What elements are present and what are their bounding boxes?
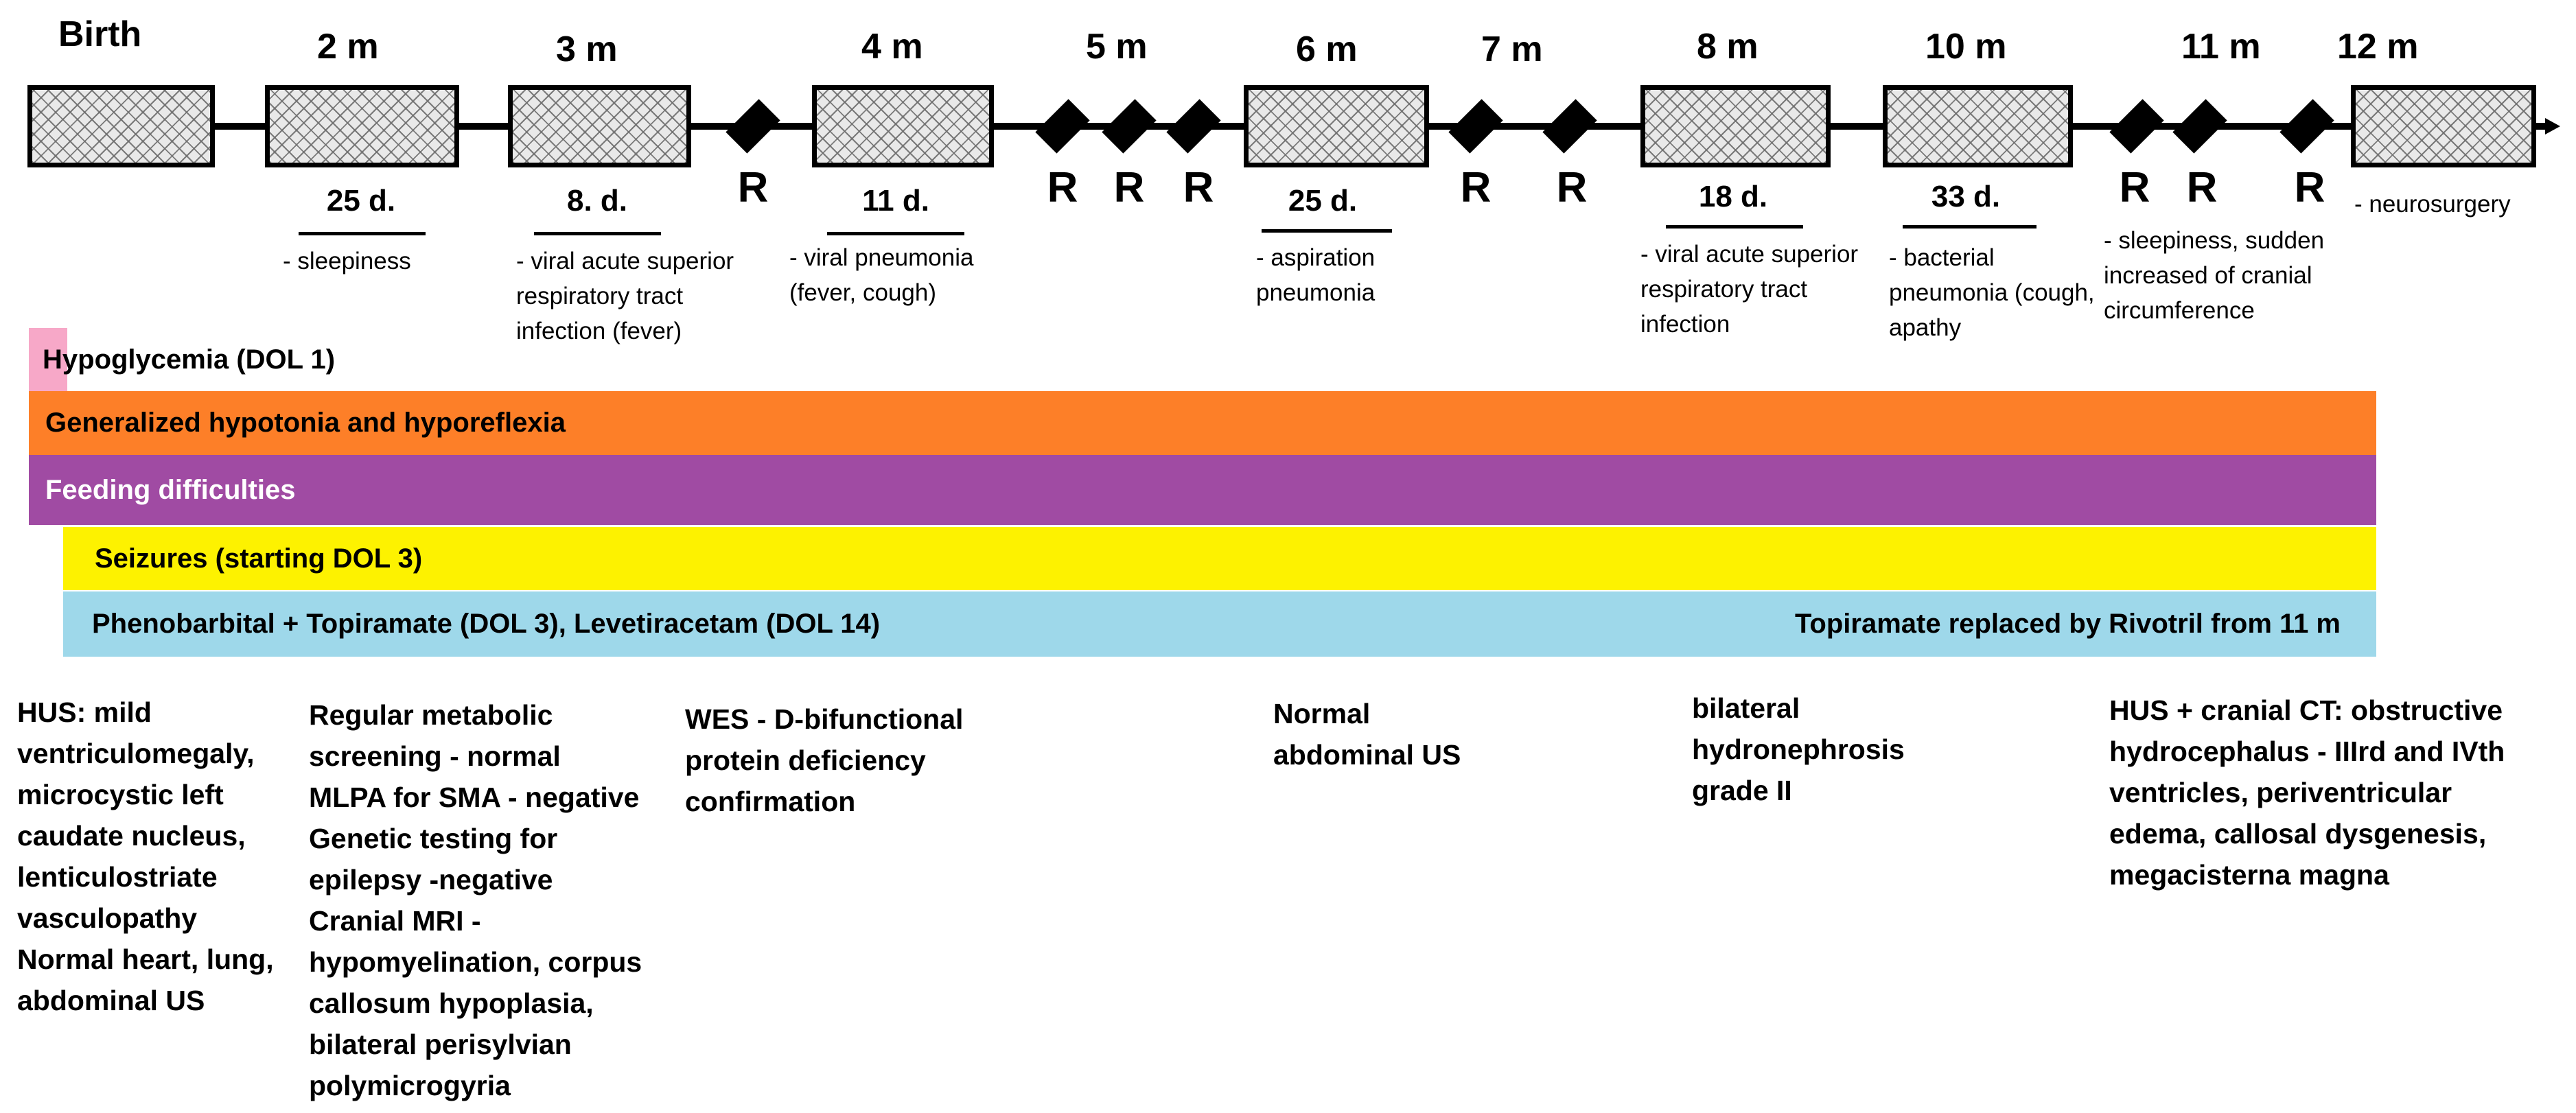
hospitalization-box-birth <box>27 85 215 167</box>
event-description: - sleepiness, sudden increased of crania… <box>2104 227 2325 324</box>
band-treatment: Phenobarbital + Topiramate (DOL 3), Leve… <box>63 591 2376 657</box>
readmission-diamond <box>1542 99 1597 154</box>
month-label-5m: 5 m <box>1086 27 1148 67</box>
hospitalization-box-12m <box>2351 85 2536 167</box>
duration-underline <box>827 232 964 235</box>
month-label-6m: 6 m <box>1296 30 1358 69</box>
readmission-diamond <box>1448 99 1503 154</box>
month-label-3m: 3 m <box>556 30 618 69</box>
month-label-2m: 2 m <box>317 27 379 67</box>
readmission-diamond <box>1166 99 1221 154</box>
hospitalization-box-3m <box>508 85 691 167</box>
duration-label: 25 d. <box>1288 184 1358 218</box>
readmission-diamond <box>1035 99 1090 154</box>
readmission-label: R <box>1113 164 1145 211</box>
duration-label: 8. d. <box>566 184 628 218</box>
hospitalization-box-10m <box>1883 85 2073 167</box>
finding-text: HUS: mild ventriculomegaly, microcystic … <box>17 696 274 1016</box>
duration-label: 11 d. <box>862 184 929 218</box>
timeline-arrowhead <box>2545 118 2560 134</box>
hospitalization-box-8m <box>1640 85 1831 167</box>
band-treatment-label-right: Topiramate replaced by Rivotril from 11 … <box>1794 609 2341 639</box>
readmission-label: R <box>1460 164 1492 211</box>
event-description: - viral pneumonia (fever, cough) <box>789 244 974 306</box>
month-label-birth: Birth <box>58 14 142 54</box>
readmission-label: R <box>1183 164 1214 211</box>
event-description: - viral acute superior respiratory tract… <box>1640 241 1859 338</box>
band-treatment-label: Phenobarbital + Topiramate (DOL 3), Leve… <box>92 609 881 639</box>
readmission-diamond <box>2109 99 2164 154</box>
event-description: - bacterial pneumonia (cough, apathy <box>1889 244 2095 341</box>
duration-underline <box>1666 225 1803 229</box>
duration-underline <box>534 232 661 235</box>
duration-underline <box>1903 225 2037 229</box>
event-description: - aspiration pneumonia <box>1256 244 1376 306</box>
event-description: - neurosurgery <box>2354 191 2511 218</box>
band-feeding: Feeding difficulties <box>29 455 2376 525</box>
readmission-diamond <box>2172 99 2227 154</box>
finding-text: bilateral hydronephrosis grade II <box>1692 692 1905 806</box>
readmission-diamond <box>726 99 780 154</box>
readmission-label: R <box>1047 164 1078 211</box>
month-label-12m: 12 m <box>2337 27 2419 67</box>
hospitalization-box-4m <box>812 85 994 167</box>
band-seizures-label: Seizures (starting DOL 3) <box>95 543 423 574</box>
month-label-4m: 4 m <box>861 27 923 67</box>
duration-label: 33 d. <box>1931 180 2001 213</box>
duration-underline <box>1262 229 1392 233</box>
duration-label: 25 d. <box>326 184 396 218</box>
event-description: - viral acute superior respiratory tract… <box>516 248 734 344</box>
readmission-label: R <box>737 164 769 211</box>
hospitalization-box-6m <box>1244 85 1429 167</box>
hospitalization-box-2m <box>265 85 459 167</box>
readmission-diamond <box>2279 99 2334 154</box>
band-feeding-label: Feeding difficulties <box>45 474 296 505</box>
readmission-diamond <box>1102 99 1157 154</box>
band-hypotonia-label: Generalized hypotonia and hyporeflexia <box>45 408 566 438</box>
readmission-label: R <box>2294 164 2325 211</box>
finding-text: WES - D-bifunctional protein deficiency … <box>685 703 964 817</box>
readmission-label: R <box>1556 164 1588 211</box>
band-seizures: Seizures (starting DOL 3) <box>63 527 2376 590</box>
hypoglycemia-label: Hypoglycemia (DOL 1) <box>43 344 336 375</box>
duration-underline <box>299 232 426 235</box>
month-label-11m: 11 m <box>2181 27 2261 67</box>
finding-text: HUS + cranial CT: obstructive hydrocepha… <box>2109 694 2505 891</box>
duration-label: 18 d. <box>1698 180 1768 213</box>
event-description: - sleepiness <box>283 248 411 274</box>
readmission-label: R <box>2119 164 2150 211</box>
readmission-label: R <box>2186 164 2218 211</box>
band-hypotonia: Generalized hypotonia and hyporeflexia <box>29 391 2376 455</box>
finding-text: Normal abdominal US <box>1273 698 1461 771</box>
hypoglycemia-marker <box>29 328 67 391</box>
month-label-7m: 7 m <box>1481 30 1543 69</box>
month-label-10m: 10 m <box>1925 27 2007 67</box>
finding-text: Regular metabolic screening - normal MLP… <box>309 699 642 1101</box>
month-label-8m: 8 m <box>1697 27 1759 67</box>
